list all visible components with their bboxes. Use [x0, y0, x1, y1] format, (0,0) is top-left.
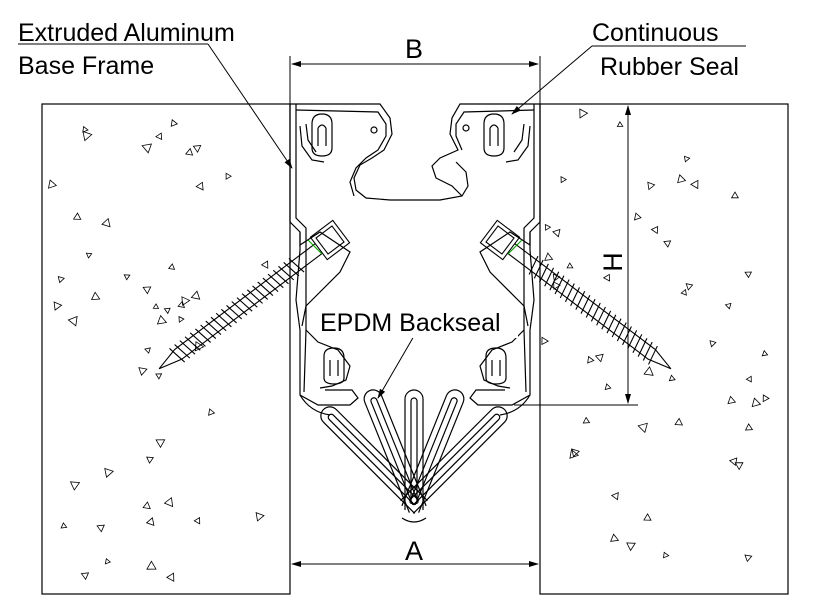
left-anchor-screw [158, 219, 351, 370]
dimension-b [289, 56, 541, 104]
rubber-seal-leader [511, 45, 746, 115]
backseal-label: EPDM Backseal [320, 309, 501, 337]
right-concrete-slab [539, 103, 789, 595]
dimension-b-label: B [405, 34, 423, 64]
left-concrete-slab [41, 103, 291, 595]
dimension-h [514, 103, 638, 406]
base-frame-label-line2: Base Frame [18, 52, 154, 80]
base-frame-label-line1: Extruded Aluminum [18, 19, 235, 47]
base-frame-leader [18, 43, 293, 169]
rubber-seal-label-line2: Rubber Seal [600, 53, 739, 81]
rubber-seal-label-line1: Continuous [592, 19, 718, 47]
dimension-a-label: A [405, 536, 423, 566]
right-base-frame [431, 103, 541, 406]
left-base-frame [289, 103, 469, 406]
dimension-h-label: H [598, 252, 628, 272]
epdm-backseal [299, 389, 531, 523]
backseal-leader [377, 335, 415, 399]
concrete-aggregate-marks [47, 108, 770, 582]
right-anchor-screw [479, 219, 672, 370]
